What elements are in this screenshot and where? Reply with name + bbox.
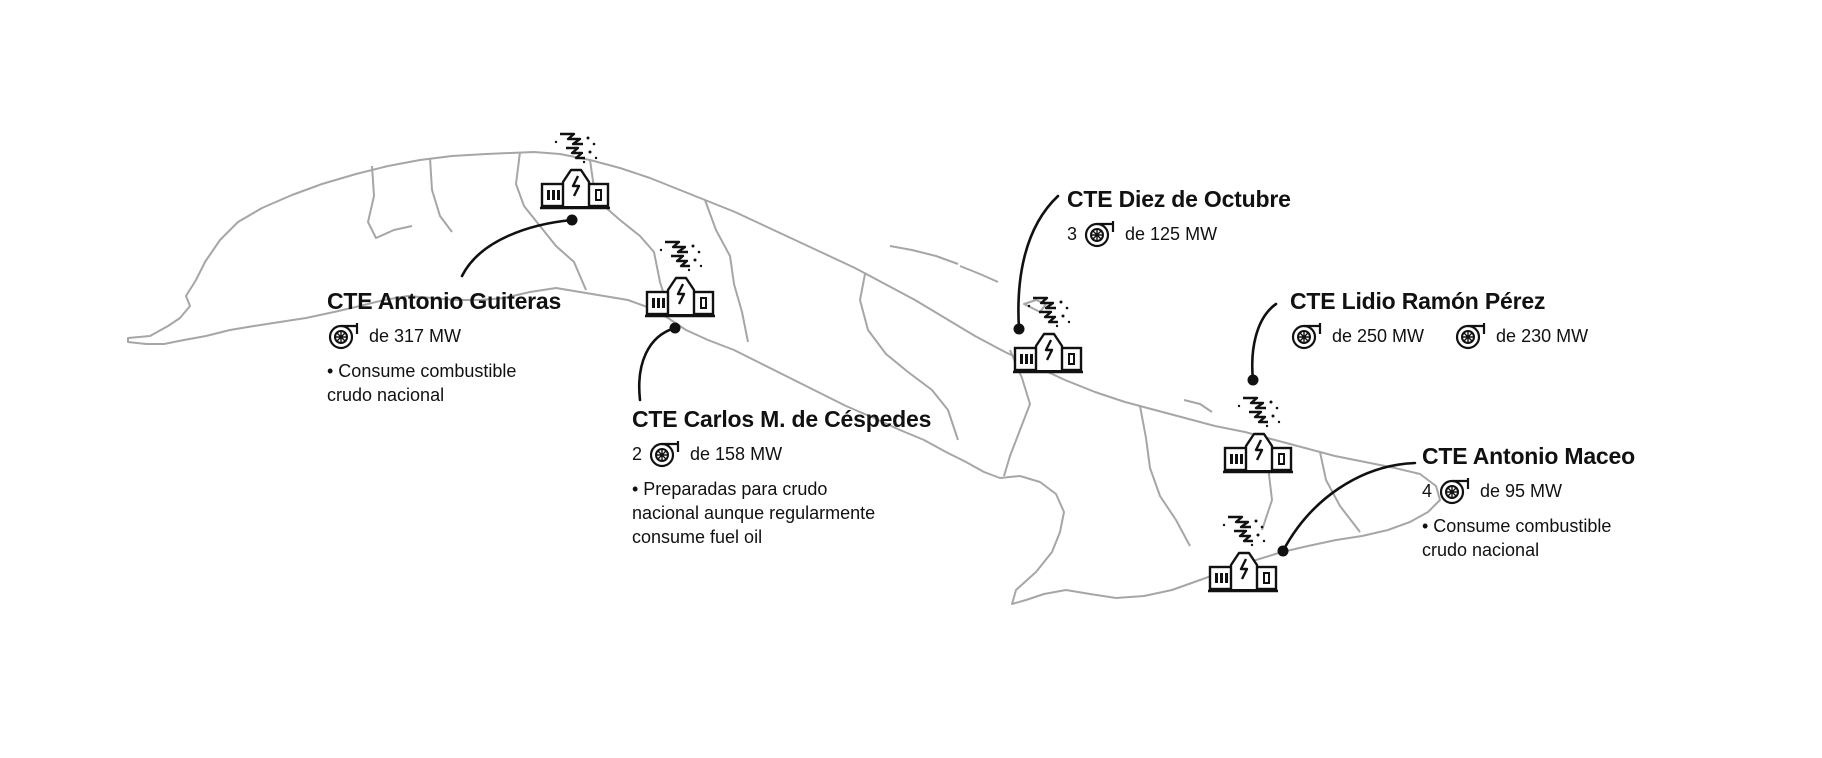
plant-label-lidio-ramon-perez: CTE Lidio Ramón Pérez de 250 MW de 230 M… [1290, 287, 1588, 351]
turbine-capacity: de 95 MW [1480, 480, 1563, 501]
turbine-count: 3 [1067, 223, 1078, 244]
power-plant-icon [1011, 296, 1085, 374]
turbine-capacity: de 230 MW [1496, 325, 1589, 346]
turbine-icon [327, 321, 363, 351]
power-plant-icon [643, 240, 717, 318]
turbine-list: de 317 MW [327, 321, 561, 351]
plant-label-guiteras: CTE Antonio Guiteras de 317 MW • Consume… [327, 287, 561, 407]
turbine-icon [1083, 219, 1119, 249]
turbine-icon [1438, 476, 1474, 506]
location-dot [1013, 323, 1025, 335]
plant-label-cespedes: CTE Carlos M. de Céspedes 2 de 158 MW • … [632, 405, 931, 549]
turbine-group: 4 de 95 MW [1422, 476, 1562, 506]
plant-name: CTE Antonio Guiteras [327, 288, 562, 314]
turbine-group: 3 de 125 MW [1067, 219, 1217, 249]
turbine-group: de 317 MW [327, 321, 461, 351]
turbine-list: 4 de 95 MW [1422, 476, 1635, 506]
turbine-group: de 250 MW [1290, 321, 1424, 351]
turbine-count: 2 [632, 443, 643, 464]
location-dot [1277, 545, 1289, 557]
plant-label-antonio-maceo: CTE Antonio Maceo 4 de 95 MW • Consume c… [1422, 442, 1635, 562]
turbine-list: 2 de 158 MW [632, 439, 931, 469]
turbine-icon [1290, 321, 1326, 351]
leader-diez [1017, 194, 1060, 331]
turbine-icon [1454, 321, 1490, 351]
leader-cespedes [637, 326, 677, 402]
leader-maceo [1281, 461, 1417, 553]
turbine-group: 2 de 158 MW [632, 439, 782, 469]
power-plant-icon [1206, 515, 1280, 593]
turbine-capacity: de 125 MW [1125, 223, 1218, 244]
plant-name: CTE Diez de Octubre [1067, 186, 1291, 212]
turbine-capacity: de 250 MW [1332, 325, 1425, 346]
plant-name: CTE Antonio Maceo [1422, 443, 1635, 469]
location-dot [1247, 374, 1259, 386]
turbine-count: 4 [1422, 480, 1433, 501]
leader-lidio [1251, 302, 1278, 382]
turbine-group: de 230 MW [1454, 321, 1588, 351]
power-plant-icon [1221, 396, 1295, 474]
turbine-icon [648, 439, 684, 469]
plant-label-diez-de-octubre: CTE Diez de Octubre 3 de 125 MW [1067, 185, 1291, 249]
power-plant-icon [538, 132, 612, 210]
turbine-list: de 250 MW de 230 MW [1290, 321, 1588, 351]
plant-locations [566, 214, 1289, 557]
turbine-capacity: de 317 MW [369, 325, 462, 346]
leader-lines [460, 194, 1417, 553]
turbine-capacity: de 158 MW [690, 443, 783, 464]
location-dot [669, 322, 681, 334]
plant-name: CTE Lidio Ramón Pérez [1290, 288, 1546, 314]
location-dot [566, 214, 578, 226]
plant-name: CTE Carlos M. de Céspedes [632, 406, 932, 432]
turbine-list: 3 de 125 MW [1067, 219, 1291, 249]
leader-guiteras [460, 218, 574, 278]
